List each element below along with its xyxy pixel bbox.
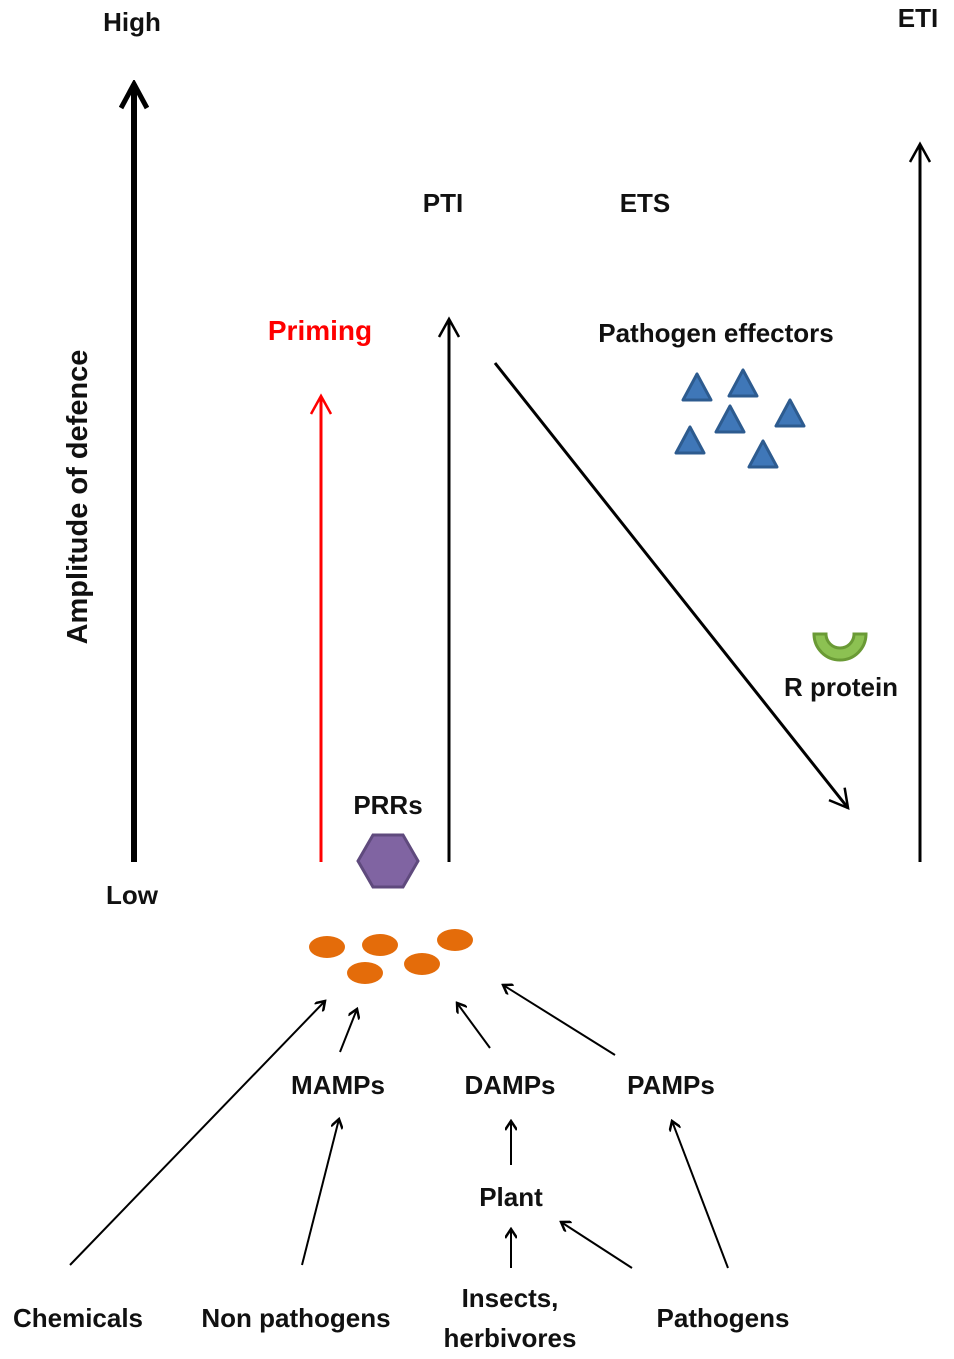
pti-label: PTI xyxy=(423,188,463,218)
herbivores-label: herbivores xyxy=(444,1323,577,1353)
mamps-arrow xyxy=(339,1009,357,1053)
pamps-arrow xyxy=(503,985,616,1056)
pattern-molecule-icon xyxy=(309,936,345,958)
prrs-label: PRRs xyxy=(353,790,422,820)
insects-label: Insects, xyxy=(462,1283,559,1313)
pattern-molecule-icon xyxy=(404,953,440,975)
chemicals-arrow xyxy=(69,1001,325,1266)
effector-triangle-icon xyxy=(774,398,806,428)
pattern-molecule-icon xyxy=(347,962,383,984)
pattern-molecule-icon xyxy=(437,929,473,951)
r-protein-label: R protein xyxy=(784,672,898,702)
axis-low-label: Low xyxy=(106,880,159,910)
pathogens-label: Pathogens xyxy=(657,1303,790,1333)
pathogen-effectors-label: Pathogen effectors xyxy=(598,318,834,348)
plant-label: Plant xyxy=(479,1182,543,1212)
effector-triangle-icon xyxy=(714,404,746,434)
pathogens-plant-arrow xyxy=(561,1222,633,1269)
effector-triangle-icon xyxy=(747,439,779,469)
r-protein-icon xyxy=(812,632,868,662)
axis-high-label: High xyxy=(103,7,161,37)
damps-arrow xyxy=(457,1003,491,1049)
mamps-label: MAMPs xyxy=(291,1070,385,1100)
ets-label: ETS xyxy=(620,188,671,218)
axis-title: Amplitude of defence xyxy=(62,350,94,645)
non-pathogens-label: Non pathogens xyxy=(201,1303,390,1333)
non-pathogens-arrow xyxy=(301,1119,339,1266)
priming-label: Priming xyxy=(268,315,372,346)
ets-arrow xyxy=(493,362,850,811)
damps-label: DAMPs xyxy=(464,1070,555,1100)
chemicals-label: Chemicals xyxy=(13,1303,143,1333)
effector-triangle-icon xyxy=(674,425,706,455)
pathogens-pamps-arrow xyxy=(672,1121,729,1269)
effector-triangle-icon xyxy=(681,372,713,402)
eti-label: ETI xyxy=(898,3,938,33)
prr-hexagon-icon xyxy=(356,833,420,889)
pattern-molecule-icon xyxy=(362,934,398,956)
pamps-label: PAMPs xyxy=(627,1070,715,1100)
effector-triangle-icon xyxy=(727,368,759,398)
